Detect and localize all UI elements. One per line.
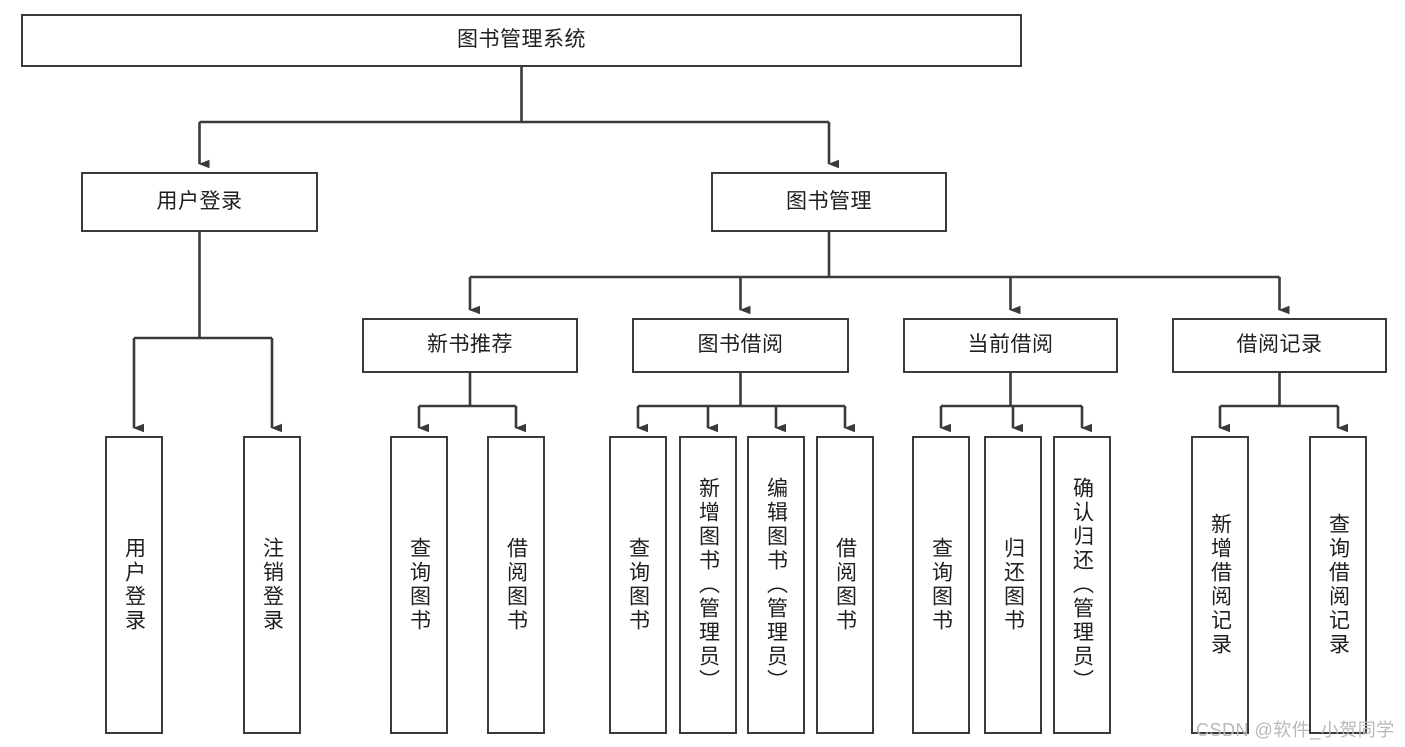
node-label: 注销登录 xyxy=(260,537,284,633)
node-book-manage[interactable]: 图书管理 xyxy=(711,172,947,232)
node-label: 新增图书（管理员） xyxy=(696,477,720,693)
node-leaf-add-record[interactable]: 新增借阅记录 xyxy=(1191,436,1249,734)
node-borrow-record[interactable]: 借阅记录 xyxy=(1172,318,1387,373)
node-leaf-confirm-return[interactable]: 确认归还（管理员） xyxy=(1053,436,1111,734)
node-user-login[interactable]: 用户登录 xyxy=(81,172,318,232)
node-label: 借阅记录 xyxy=(1236,333,1323,357)
node-label: 归还图书 xyxy=(1001,537,1025,633)
node-leaf-edit-book[interactable]: 编辑图书（管理员） xyxy=(747,436,805,734)
node-label: 新增借阅记录 xyxy=(1208,513,1232,657)
node-label: 图书管理 xyxy=(786,189,872,213)
node-label: 编辑图书（管理员） xyxy=(764,477,788,693)
connector-group xyxy=(132,67,1348,433)
csdn-watermark: CSDN @软件_小贺同学 xyxy=(1196,720,1395,740)
node-leaf-user-login[interactable]: 用户登录 xyxy=(105,436,163,734)
node-root[interactable]: 图书管理系统 xyxy=(21,14,1022,67)
node-label: 图书借阅 xyxy=(697,333,784,357)
node-label: 查询图书 xyxy=(407,537,431,633)
node-leaf-query-book-bor[interactable]: 查询图书 xyxy=(609,436,667,734)
node-leaf-return-book[interactable]: 归还图书 xyxy=(984,436,1042,734)
node-leaf-borrow-book-rec[interactable]: 借阅图书 xyxy=(487,436,545,734)
node-leaf-query-book-rec[interactable]: 查询图书 xyxy=(390,436,448,734)
node-label: 借阅图书 xyxy=(504,537,528,633)
node-new-book-rec[interactable]: 新书推荐 xyxy=(362,318,578,373)
node-label: 确认归还（管理员） xyxy=(1070,477,1094,693)
node-leaf-borrow-book-bor[interactable]: 借阅图书 xyxy=(816,436,874,734)
node-leaf-query-record[interactable]: 查询借阅记录 xyxy=(1309,436,1367,734)
node-label: 用户登录 xyxy=(156,189,243,213)
node-leaf-add-book[interactable]: 新增图书（管理员） xyxy=(679,436,737,734)
node-label: 图书管理系统 xyxy=(457,28,586,52)
node-label: 当前借阅 xyxy=(967,333,1054,357)
node-leaf-user-logout[interactable]: 注销登录 xyxy=(243,436,301,734)
node-label: 查询图书 xyxy=(626,537,650,633)
node-current-borrow[interactable]: 当前借阅 xyxy=(903,318,1118,373)
node-label: 借阅图书 xyxy=(833,537,857,633)
node-label: 查询借阅记录 xyxy=(1326,513,1350,657)
node-label: 用户登录 xyxy=(122,537,146,633)
node-label: 查询图书 xyxy=(929,537,953,633)
node-book-borrow[interactable]: 图书借阅 xyxy=(632,318,849,373)
node-leaf-query-book-cur[interactable]: 查询图书 xyxy=(912,436,970,734)
node-label: 新书推荐 xyxy=(427,333,513,357)
